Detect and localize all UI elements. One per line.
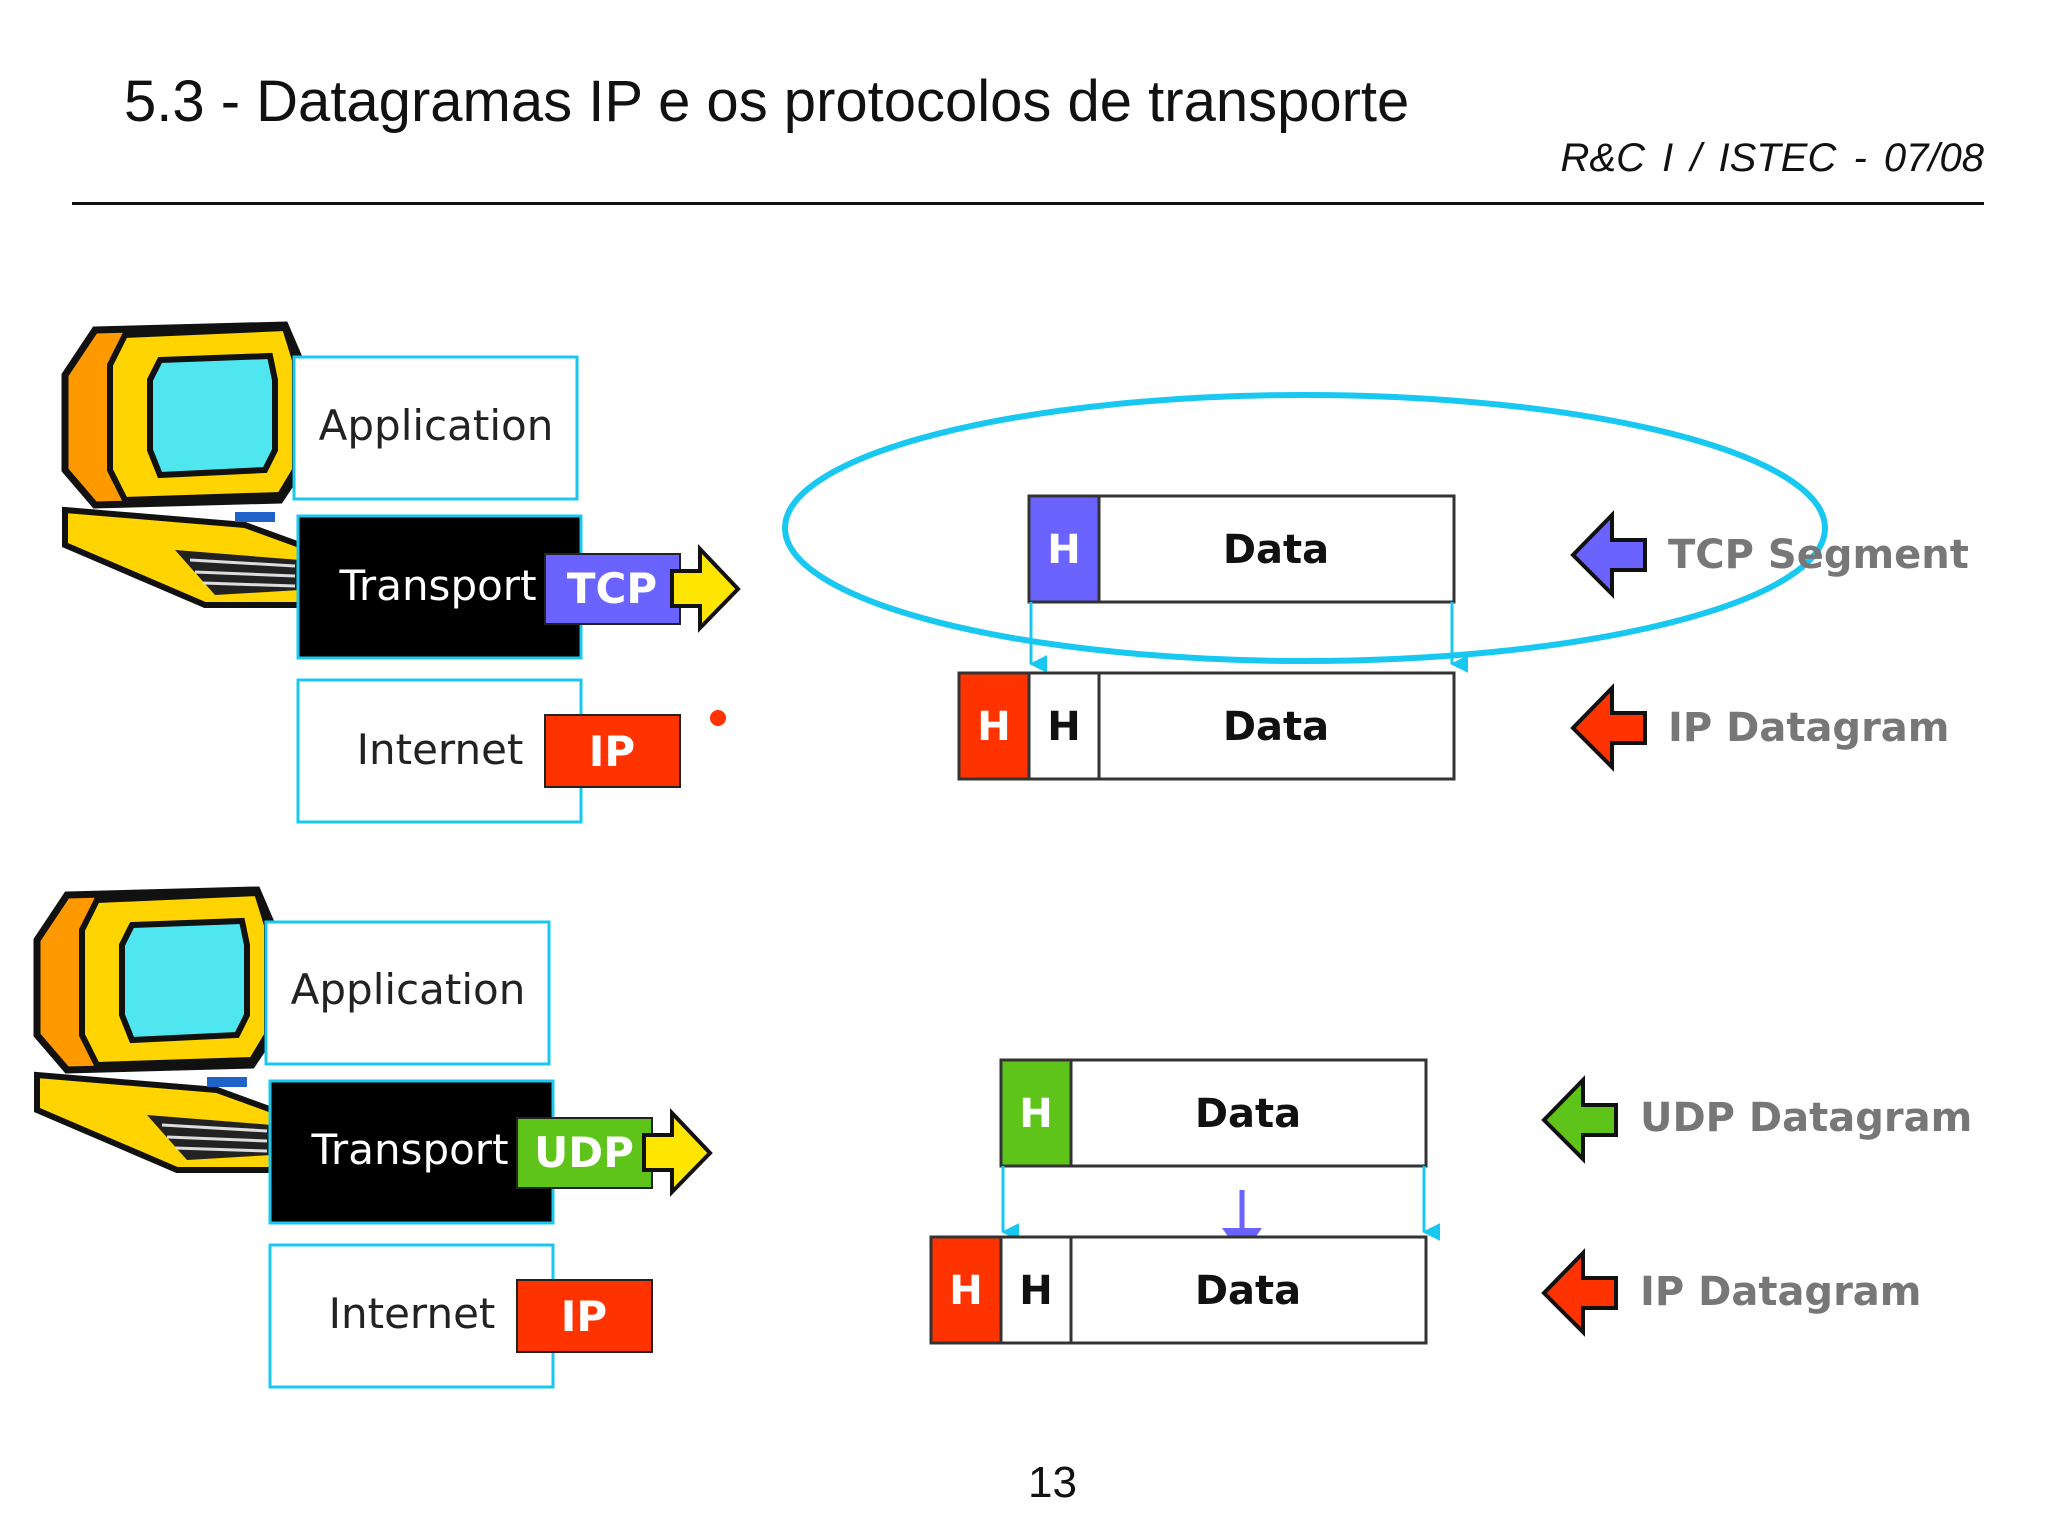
udp-segment-header-label: H — [1019, 1091, 1052, 1137]
tcp-segment-highlight — [782, 392, 1828, 664]
udp-transport-label: Transport — [310, 1125, 508, 1174]
udp-protocol-tag — [516, 1117, 653, 1189]
udp-ip-data-label: Data — [1195, 1268, 1301, 1314]
udp-ip-header-box — [929, 1235, 1003, 1345]
tcp-ip-data-box — [1097, 671, 1456, 781]
tcp-segment-arrow-icon — [1570, 510, 1647, 599]
tcp-ip-data-label: Data — [1223, 704, 1329, 750]
udp-internet-layer — [268, 1243, 555, 1389]
udp-datagram-arrow-icon — [1541, 1075, 1618, 1164]
tcp-ip-datagram-legend-label: IP Datagram — [1668, 705, 1949, 751]
tcp-application-label: Application — [319, 401, 554, 450]
tcp-yellow-arrow-icon — [670, 543, 741, 633]
tcp-ip-label: IP — [589, 727, 635, 776]
red-dot — [710, 710, 726, 726]
tcp-internet-label: Internet — [357, 725, 524, 774]
tcp-ip-datagram-arrow-icon — [1570, 683, 1647, 772]
tcp-transport-layer — [296, 514, 583, 660]
udp-computer-icon — [33, 886, 276, 1173]
course-label: R&C I / ISTEC - 07/08 — [1560, 136, 1984, 180]
udp-protocol-label: UDP — [534, 1128, 634, 1177]
tcp-transport-label: Transport — [338, 561, 536, 610]
slide-title: 5.3 - Datagramas IP e os protocolos de t… — [124, 69, 1410, 134]
tcp-protocol-label: TCP — [567, 564, 657, 613]
udp-transport-layer — [268, 1079, 555, 1225]
page-number: 13 — [1028, 1458, 1077, 1507]
udp-application-layer — [264, 920, 551, 1066]
tcp-ip-header-box — [957, 671, 1031, 781]
udp-datagram-legend-label: UDP Datagram — [1640, 1095, 1972, 1141]
udp-ip-datagram-arrow-icon — [1541, 1248, 1618, 1337]
udp-segment-data-label: Data — [1195, 1091, 1301, 1137]
tcp-segment-data-label: Data — [1223, 527, 1329, 573]
udp-inner-header-box — [999, 1235, 1073, 1345]
tcp-segment-legend-label: TCP Segment — [1668, 532, 1969, 578]
udp-application-label: Application — [291, 965, 526, 1014]
udp-internet-label: Internet — [329, 1289, 496, 1338]
tcp-segment-header-label: H — [1047, 527, 1080, 573]
udp-inner-header-label: H — [1019, 1268, 1052, 1314]
tcp-segment-header-box — [1027, 494, 1101, 604]
tcp-ip-header-label: H — [977, 704, 1010, 750]
tcp-computer-icon — [61, 321, 304, 608]
udp-ip-tag — [516, 1279, 653, 1353]
tcp-application-layer — [292, 355, 579, 501]
udp-yellow-arrow-icon — [642, 1107, 713, 1197]
tcp-segment-data-box — [1097, 494, 1456, 604]
tcp-ip-tag — [544, 714, 681, 788]
udp-segment-data-box — [1069, 1058, 1428, 1168]
tcp-inner-header-box — [1027, 671, 1101, 781]
udp-ip-datagram-legend-label: IP Datagram — [1640, 1269, 1921, 1315]
tcp-inner-header-label: H — [1047, 704, 1080, 750]
tcp-internet-layer — [296, 678, 583, 824]
udp-ip-label: IP — [561, 1292, 607, 1341]
udp-ip-header-label: H — [949, 1268, 982, 1314]
title-divider — [72, 202, 1984, 205]
udp-ip-data-box — [1069, 1235, 1428, 1345]
